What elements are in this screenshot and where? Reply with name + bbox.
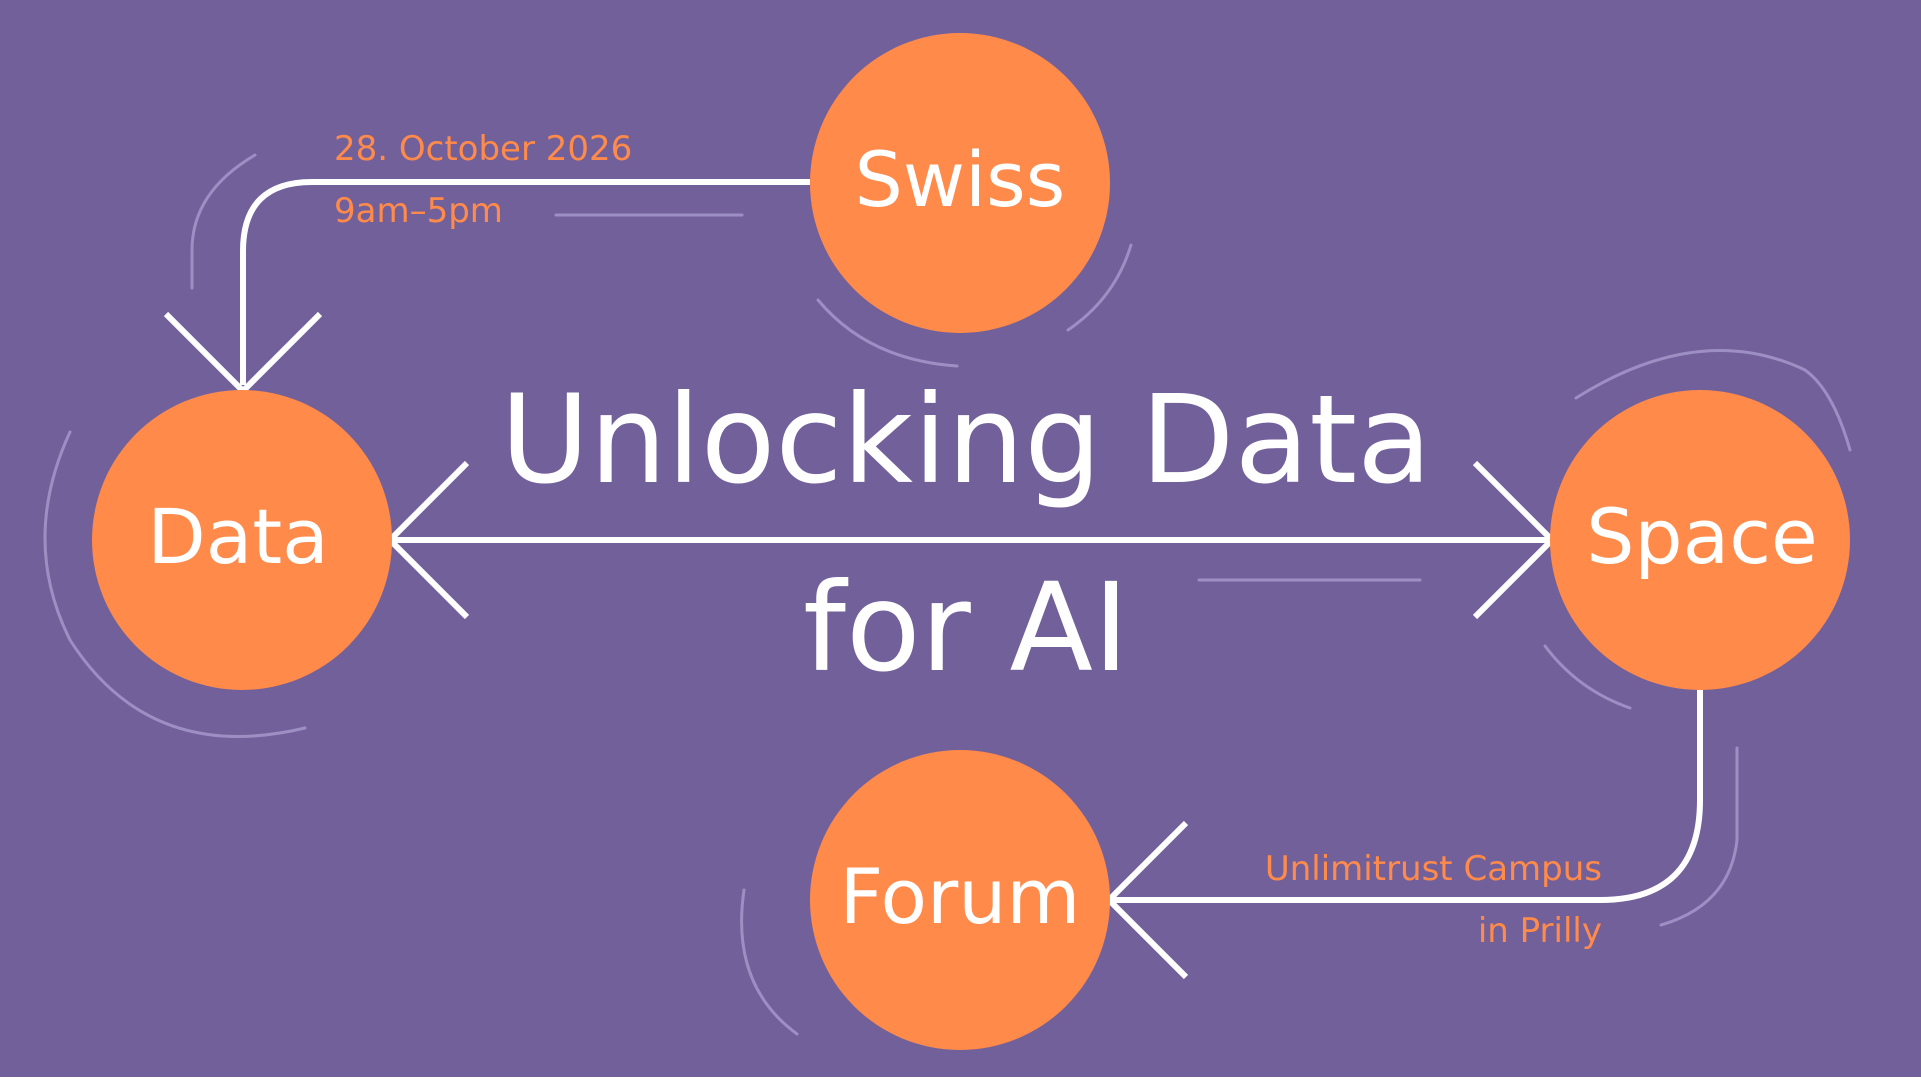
connector-swiss-to-data <box>240 179 810 385</box>
arc-swiss-lower-left <box>816 298 959 368</box>
node-space <box>1550 390 1850 690</box>
connector-space-to-forum <box>1110 690 1703 903</box>
arc-space-top <box>1574 349 1852 452</box>
arc-bottom-right <box>1659 746 1739 927</box>
event-date: 28. October 2026 <box>334 129 632 169</box>
title-line-2: for AI <box>803 557 1129 699</box>
node-forum <box>810 750 1110 1050</box>
arc-space-lower <box>1543 644 1632 710</box>
arc-forum-left <box>740 888 799 1036</box>
arc-top-left <box>190 153 257 290</box>
decorative-arcs <box>43 153 1852 1036</box>
node-label-data: Data <box>147 492 328 581</box>
event-venue-line-1: Unlimitrust Campus <box>1265 849 1602 889</box>
arc-swiss-right <box>1066 243 1133 332</box>
bottom-band <box>0 1077 1921 1081</box>
title-line-1: Unlocking Data <box>500 369 1432 511</box>
event-time: 9am–5pm <box>334 191 503 231</box>
event-venue-line-2: in Prilly <box>1478 911 1602 951</box>
nodes <box>92 33 1850 1050</box>
node-label-space: Space <box>1586 492 1818 581</box>
node-label-forum: Forum <box>840 852 1081 941</box>
arc-data-left <box>43 430 307 738</box>
connector-lines <box>240 179 1703 903</box>
node-data <box>92 390 392 690</box>
node-swiss <box>810 33 1110 333</box>
node-label-swiss: Swiss <box>855 135 1066 224</box>
